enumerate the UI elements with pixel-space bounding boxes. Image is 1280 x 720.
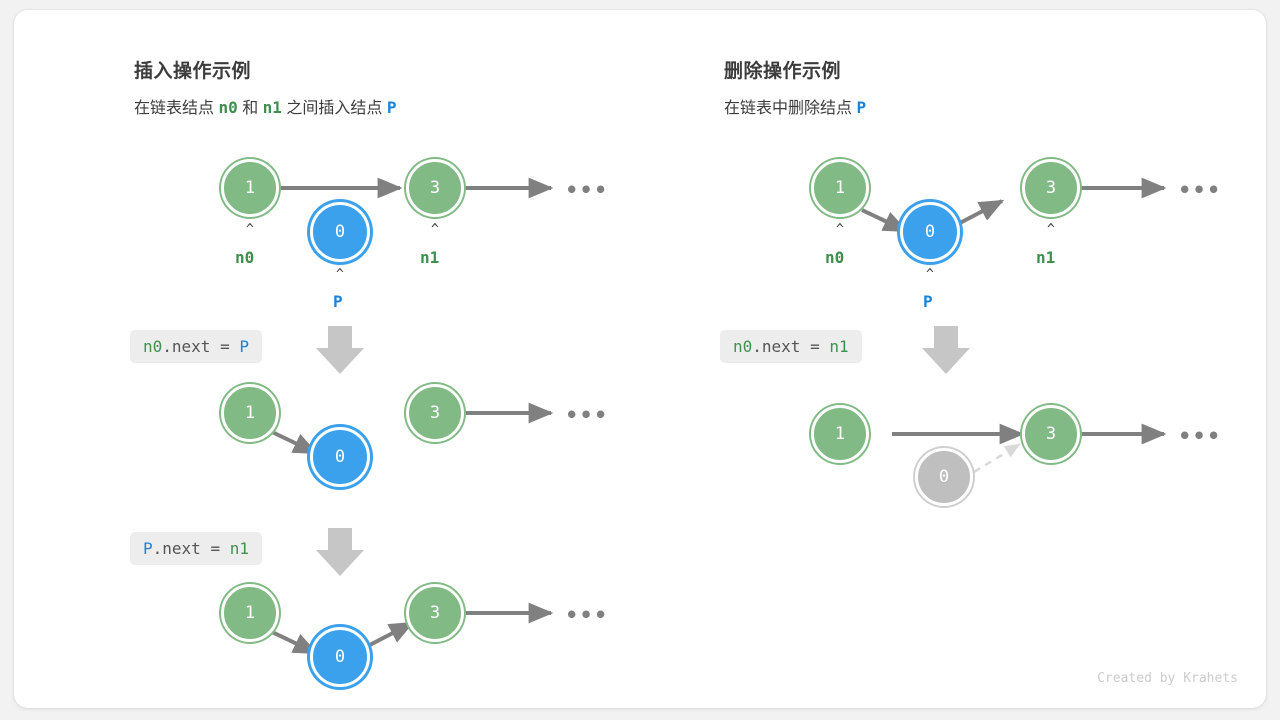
ellipsis-dots: ••• <box>565 178 609 202</box>
diagram-card: 插入操作示例 在链表结点 n0 和 n1 之间插入结点 P <box>14 10 1266 708</box>
node-3: 3 <box>406 384 464 442</box>
node-value: 3 <box>1045 424 1057 444</box>
delete-panel-title: 删除操作示例 <box>724 61 842 82</box>
footer-credit: Created by Krahets <box>1097 671 1238 686</box>
ellipsis-dots: ••• <box>565 603 609 627</box>
code-chip-insert-2: P.next = n1 <box>130 532 262 566</box>
node-1: 1 <box>811 405 869 463</box>
node-p: 0 <box>310 427 370 487</box>
insert-subtitle-n1: n1 <box>262 98 282 117</box>
node-value: 1 <box>834 178 846 198</box>
node-value: 3 <box>429 603 441 623</box>
code-value: n1 <box>829 337 849 356</box>
pointer-label-n0: n0 <box>825 248 845 267</box>
node-value: 1 <box>244 403 256 423</box>
node-value: 0 <box>334 222 346 242</box>
pointer-label-p: P <box>333 292 343 311</box>
node-3: 3 <box>406 159 464 217</box>
code-value: n1 <box>229 539 249 558</box>
caret-p: ^ <box>926 267 934 282</box>
node-p: 0 <box>310 627 370 687</box>
caret-n1: ^ <box>431 222 439 237</box>
code-chip-insert-1: n0.next = P <box>130 330 262 364</box>
delete-panel-subtitle: 在链表中删除结点 P <box>724 94 866 118</box>
code-target: P <box>143 539 153 558</box>
node-3: 3 <box>406 584 464 642</box>
node-value: 3 <box>429 403 441 423</box>
code-middle: .next = <box>152 539 230 558</box>
ellipsis-dots: ••• <box>565 403 609 427</box>
pointer-label-n0: n0 <box>235 248 255 267</box>
ellipsis-dots: ••• <box>1178 178 1222 202</box>
node-1: 1 <box>221 584 279 642</box>
node-p: 0 <box>310 202 370 262</box>
insert-panel-title: 插入操作示例 <box>134 61 252 82</box>
caret-n1: ^ <box>1047 222 1055 237</box>
insert-panel-subtitle: 在链表结点 n0 和 n1 之间插入结点 P <box>134 94 396 118</box>
node-value: 3 <box>429 178 441 198</box>
insert-subtitle-n0: n0 <box>218 98 238 117</box>
node-deleted: 0 <box>915 448 973 506</box>
node-value: 1 <box>244 178 256 198</box>
delete-down-arrow-1 <box>922 326 970 374</box>
node-1: 1 <box>811 159 869 217</box>
caret-p: ^ <box>336 267 344 282</box>
ellipsis-dots: ••• <box>1178 424 1222 448</box>
code-target: n0 <box>733 337 753 356</box>
insert-panel: 插入操作示例 在链表结点 n0 和 n1 之间插入结点 P <box>14 10 614 708</box>
delete-edges <box>861 177 1167 474</box>
node-value: 0 <box>334 647 346 667</box>
pointer-label-n1: n1 <box>1036 248 1056 267</box>
node-1: 1 <box>221 159 279 217</box>
node-value: 0 <box>924 222 936 242</box>
node-3: 3 <box>1022 405 1080 463</box>
code-value: P <box>239 337 249 356</box>
insert-subtitle-text-1: 在链表结点 <box>134 100 215 117</box>
delete-subtitle-p: P <box>856 98 867 117</box>
node-value: 3 <box>1045 178 1057 198</box>
node-value: 0 <box>334 447 346 467</box>
caret-n0: ^ <box>246 222 254 237</box>
insert-subtitle-text-2: 和 <box>242 100 259 117</box>
pointer-label-n1: n1 <box>420 248 440 267</box>
node-3: 3 <box>1022 159 1080 217</box>
code-chip-delete-1: n0.next = n1 <box>720 330 862 364</box>
insert-subtitle-text-3: 之间插入结点 <box>286 100 383 117</box>
node-value: 0 <box>938 467 950 487</box>
node-1: 1 <box>221 384 279 442</box>
node-value: 1 <box>834 424 846 444</box>
code-target: n0 <box>143 337 163 356</box>
node-p: 0 <box>900 202 960 262</box>
delete-subtitle-text-1: 在链表中删除结点 <box>724 100 853 117</box>
pointer-label-p: P <box>923 292 933 311</box>
code-middle: .next = <box>162 337 240 356</box>
node-value: 1 <box>244 603 256 623</box>
delete-panel: 删除操作示例 在链表中删除结点 P 1 ^ n0 <box>604 10 1264 708</box>
insert-subtitle-p: P <box>386 98 397 117</box>
caret-n0: ^ <box>836 222 844 237</box>
code-middle: .next = <box>752 337 830 356</box>
